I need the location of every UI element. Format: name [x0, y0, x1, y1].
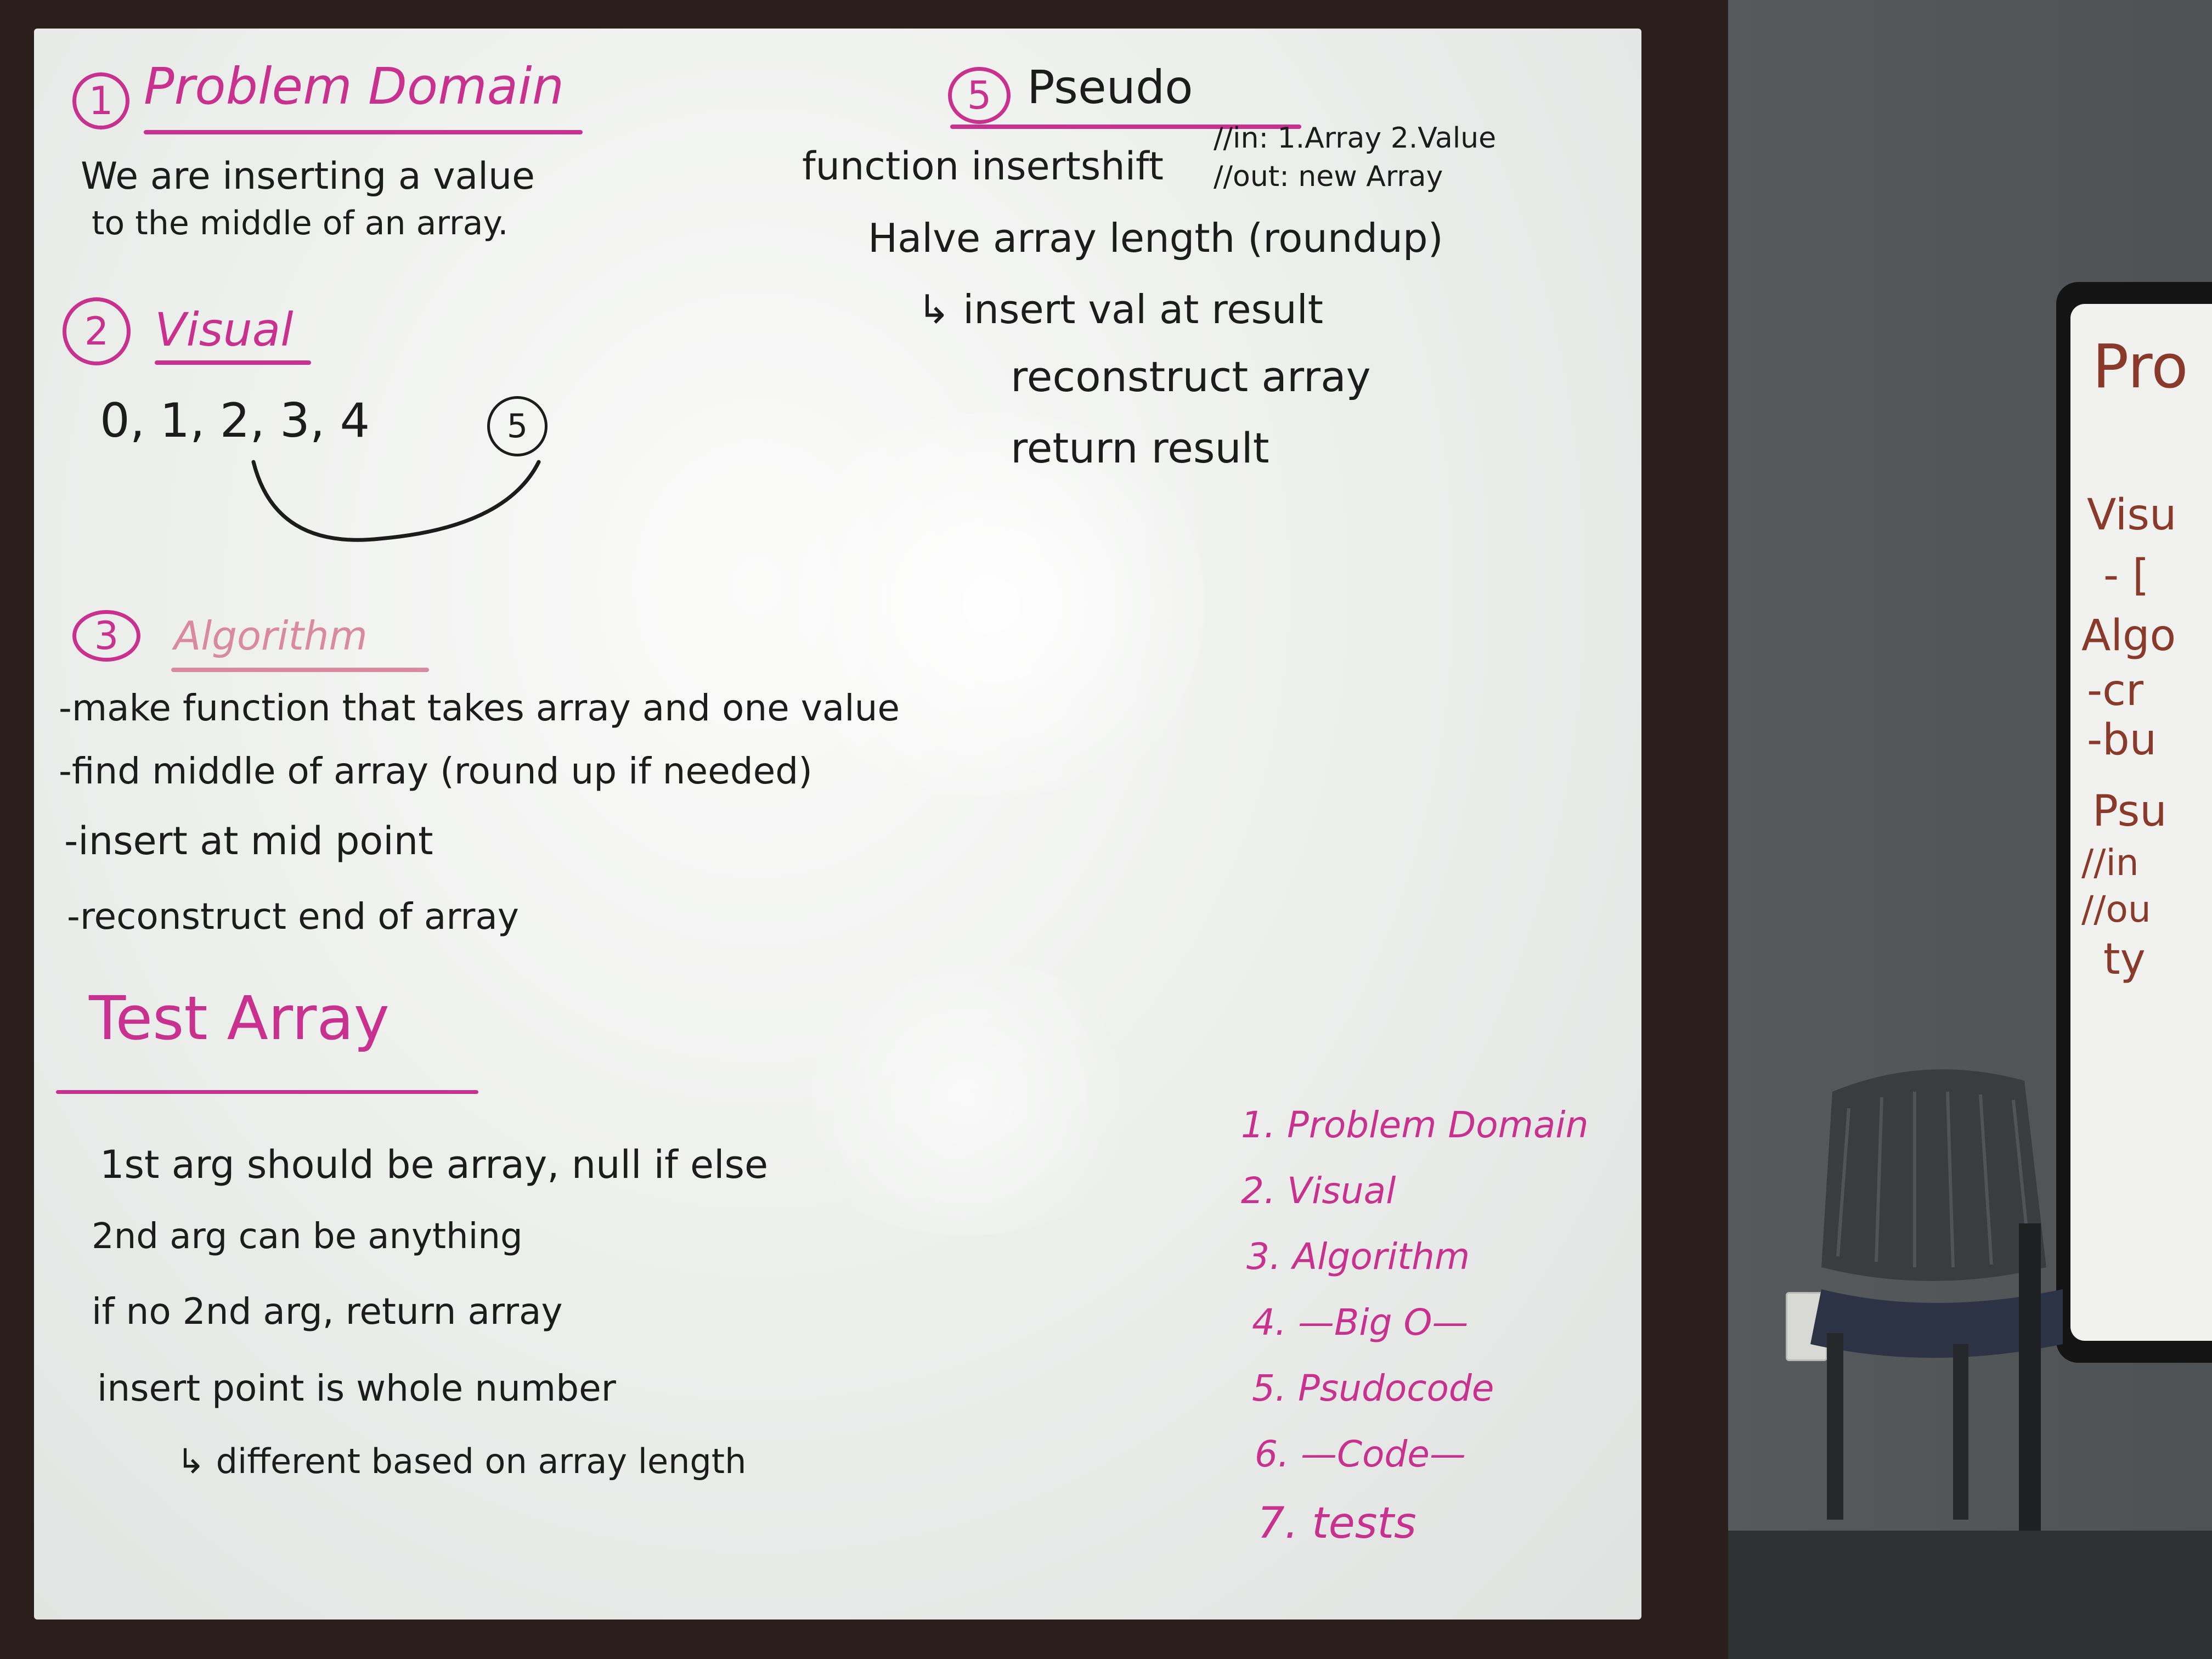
office-chair	[1810, 1069, 2063, 1531]
insert-arrow-curve	[251, 460, 541, 542]
test-array-title: Test Array	[89, 983, 390, 1053]
whiteboard-frame: 1 Problem Domain We are inserting a valu…	[0, 0, 1728, 1659]
side-whiteboard: Pro Visu - [ Algo -cr -bu Psu //in //ou …	[2056, 282, 2212, 1363]
title-underline	[171, 668, 429, 672]
side-fragment: //ou	[2081, 888, 2151, 930]
checklist-item: 4. —Big O—	[1252, 1301, 1469, 1344]
side-fragment: Psu	[2092, 787, 2167, 836]
algorithm-title: Algorithm	[174, 613, 368, 659]
light-glare	[747, 413, 1241, 797]
checklist-item: 3. Algorithm	[1246, 1235, 1470, 1278]
whiteboard: 1 Problem Domain We are inserting a valu…	[34, 29, 1641, 1620]
test-array-line: 1st arg should be array, null if else	[100, 1142, 769, 1187]
floor	[1728, 1531, 2212, 1659]
pseudo-line: ↳ insert val at result	[917, 286, 1323, 332]
title-underline	[950, 125, 1301, 129]
algorithm-step: -insert at mid point	[64, 819, 433, 864]
visual-sequence: 0, 1, 2, 3, 4	[100, 393, 370, 448]
test-array-line: if no 2nd arg, return array	[92, 1290, 563, 1333]
section-number-circle: 3	[72, 610, 140, 662]
side-fragment: Pro	[2092, 331, 2188, 402]
pseudo-comment-out: //out: new Array	[1214, 160, 1443, 193]
problem-domain-line: We are inserting a value	[81, 155, 535, 198]
title-underline	[56, 1090, 478, 1094]
section-number-circle: 5	[948, 67, 1011, 124]
inserted-value-circle: 5	[487, 396, 548, 456]
light-glare	[775, 961, 1159, 1235]
checklist-item: 2. Visual	[1241, 1170, 1396, 1212]
problem-domain-line: to the middle of an array.	[92, 204, 509, 242]
pseudo-signature: function insertshift	[802, 144, 1164, 189]
side-fragment: -bu	[2087, 715, 2157, 765]
side-fragment: Visu	[2087, 490, 2177, 540]
section-number-circle: 2	[63, 297, 131, 365]
section-number-circle: 1	[72, 72, 129, 129]
checklist-item: 7. tests	[1257, 1499, 1417, 1548]
side-fragment: - [	[2103, 551, 2149, 600]
side-fragment: //in	[2081, 842, 2139, 884]
side-whiteboard-surface: Pro Visu - [ Algo -cr -bu Psu //in //ou …	[2070, 304, 2212, 1341]
title-underline	[155, 360, 311, 365]
test-array-line: insert point is whole number	[97, 1367, 616, 1409]
side-fragment: ty	[2103, 935, 2146, 984]
problem-domain-title: Problem Domain	[144, 57, 565, 116]
checklist-item: 5. Psudocode	[1252, 1367, 1494, 1409]
pseudo-comment-in: //in: 1.Array 2.Value	[1214, 122, 1497, 155]
algorithm-step: -reconstruct end of array	[67, 895, 519, 938]
pseudo-line: return result	[1011, 424, 1269, 472]
visual-title: Visual	[155, 303, 294, 357]
checklist-item: 6. —Code—	[1255, 1433, 1466, 1475]
algorithm-step: -find middle of array (round up if neede…	[59, 750, 812, 792]
test-array-line: ↳ different based on array length	[177, 1441, 747, 1481]
test-array-line: 2nd arg can be anything	[92, 1216, 523, 1257]
side-fragment: Algo	[2081, 611, 2176, 661]
algorithm-step: -make function that takes array and one …	[59, 687, 900, 729]
checklist-item: 1. Problem Domain	[1241, 1104, 1589, 1146]
pseudo-line: reconstruct array	[1011, 352, 1371, 401]
pseudo-line: Halve array length (roundup)	[868, 215, 1443, 261]
title-underline	[144, 130, 583, 134]
side-fragment: -cr	[2087, 666, 2144, 715]
pseudo-title: Pseudo	[1027, 60, 1193, 114]
